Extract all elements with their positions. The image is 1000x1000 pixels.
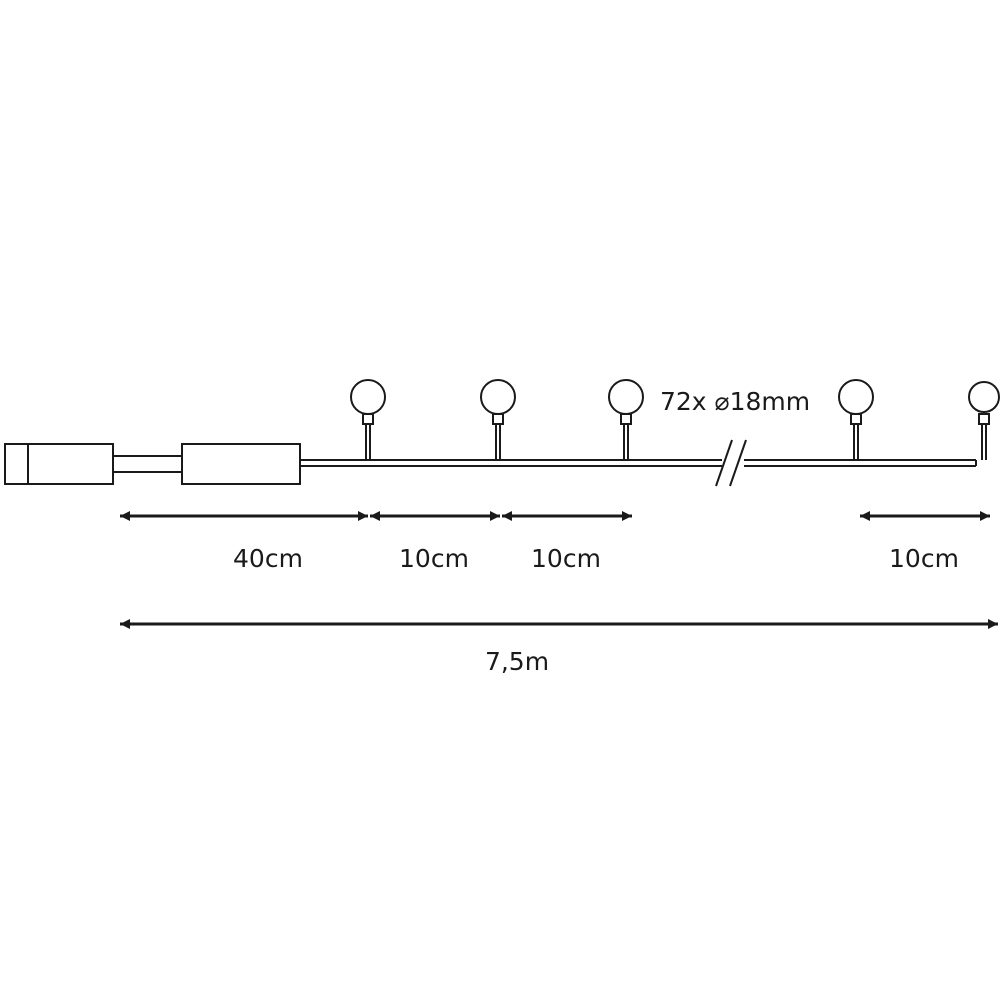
bulb [608,379,644,460]
dimension-label-lead: 40cm [233,544,303,573]
bulb [480,379,516,460]
plug-cable [113,455,182,473]
main-cable [300,459,977,467]
controller-box [181,443,301,485]
dimension-label-spacing-2: 10cm [531,544,601,573]
bulb [350,379,386,460]
cable-break-mark [715,439,747,487]
dimension-label-spacing-end: 10cm [889,544,959,573]
bulb [838,379,874,460]
bulb-spec-label: 72x ⌀18mm [660,387,810,416]
dimension-label-total: 7,5m [485,647,549,676]
bulb [968,381,1000,460]
dimension-label-spacing-1: 10cm [399,544,469,573]
plug-connector [4,443,114,485]
